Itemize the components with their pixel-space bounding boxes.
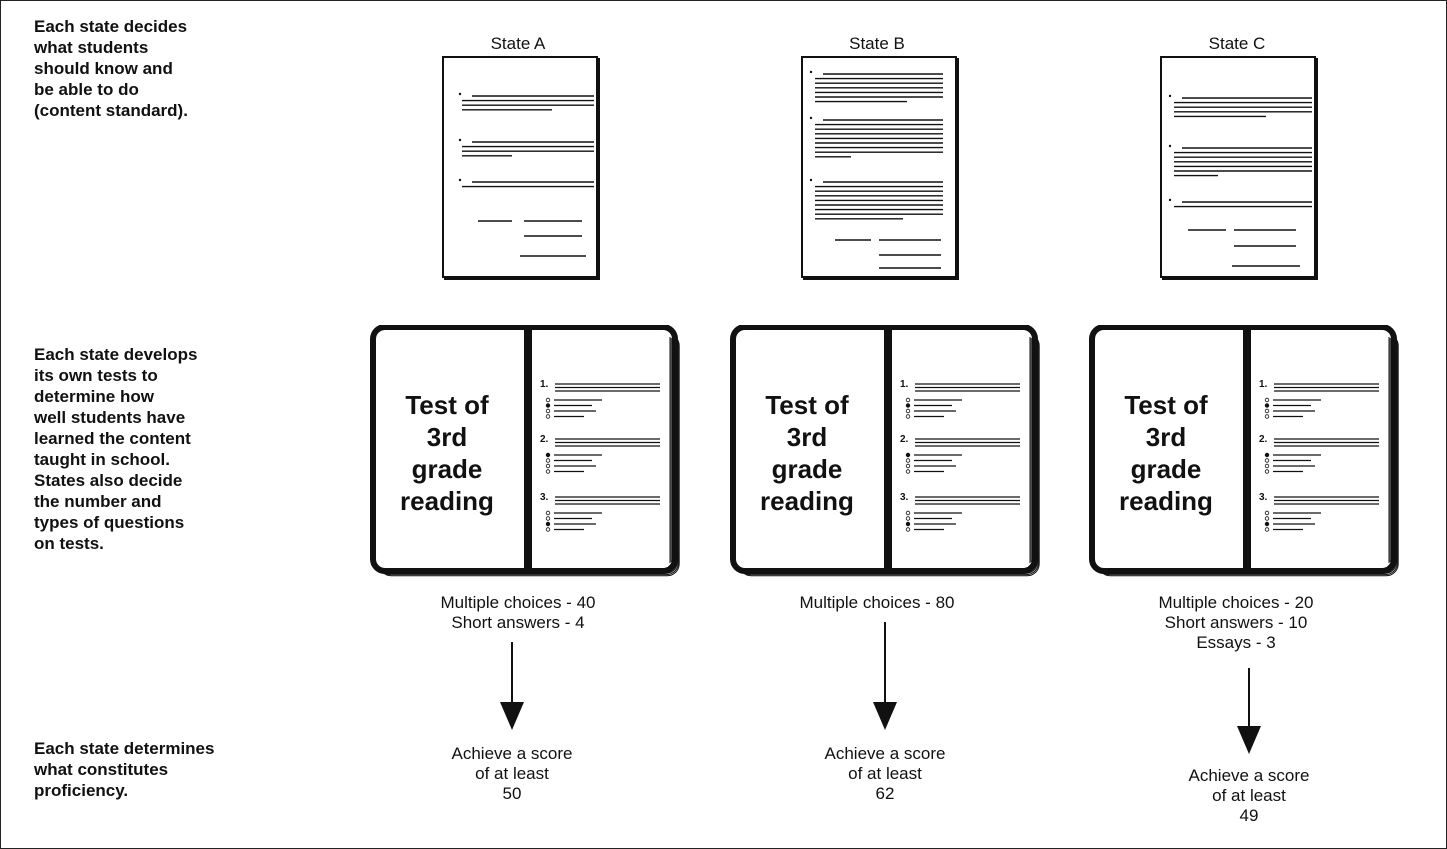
row-label-line: Each state decides (34, 17, 188, 36)
question-type-line: Short answers - 4 (451, 613, 585, 632)
question-number: 2. (1259, 434, 1268, 445)
test-cover-title: Test of 3rd grade reading (380, 389, 514, 517)
row-label-line: types of questions (34, 513, 185, 532)
state-a-score: Achieve a score of at least 50 (412, 744, 612, 804)
row-label-line: well students have (34, 408, 186, 427)
state-c-test-book: 1. 2. 3. Test of 3rd grade reading (1089, 324, 1399, 579)
test-cover-title: Test of 3rd grade reading (1099, 389, 1233, 517)
book-drawing: 1. 2. 3. (1089, 324, 1399, 577)
state-b-title: State B (849, 34, 905, 53)
row-label-line: what students (34, 38, 149, 57)
state-b-question-types: Multiple choices - 80 (747, 593, 1007, 613)
score-value: 62 (875, 784, 895, 803)
score-text-line: of at least (1212, 786, 1286, 805)
row-label-line: taught in school. (34, 450, 170, 469)
cover-line: grade (1130, 454, 1202, 484)
score-text-line: of at least (475, 764, 549, 783)
state-c-question-types: Multiple choices - 20 Short answers - 10… (1106, 593, 1366, 653)
row-label-line: what constitutes (34, 760, 169, 779)
question-number: 1. (1259, 379, 1268, 390)
cover-line: reading (1119, 486, 1213, 516)
state-c-standards-document (1160, 56, 1316, 278)
score-text-line: Achieve a score (1188, 766, 1310, 785)
test-cover-title: Test of 3rd grade reading (740, 389, 874, 517)
row-label-line: determine how (34, 387, 154, 406)
row-label-line: proficiency. (34, 781, 129, 800)
state-c-score: Achieve a score of at least 49 (1149, 766, 1349, 826)
row-label-tests: Each state develops its own tests to det… (34, 344, 294, 554)
question-number: 3. (1259, 492, 1268, 503)
question-number: 1. (900, 379, 909, 390)
score-text-line: Achieve a score (824, 744, 946, 763)
question-type-line: Multiple choices - 20 (1158, 593, 1314, 612)
cover-line: reading (400, 486, 494, 516)
row-label-content-standard: Each state decides what students should … (34, 16, 294, 121)
cover-line: 3rd (786, 422, 828, 452)
state-a-test-book: 1. 2. 3. Test of 3rd grade reading (370, 324, 680, 579)
state-b-down-arrow (873, 622, 897, 730)
cover-line: Test of (765, 390, 849, 420)
question-number: 2. (540, 434, 549, 445)
state-b-standards-document (801, 56, 957, 278)
state-a-title: State A (490, 34, 546, 53)
score-value: 50 (502, 784, 522, 803)
row-label-line: the number and (34, 492, 162, 511)
question-type-line: Multiple choices - 80 (799, 593, 955, 612)
question-number: 1. (540, 379, 549, 390)
row-label-line: Each state determines (34, 739, 215, 758)
book-drawing: 1. 2. 3. (370, 324, 680, 577)
row-label-line: (content standard). (34, 101, 188, 120)
cover-line: grade (771, 454, 843, 484)
question-number: 3. (900, 492, 909, 503)
book-drawing: 1. 2. 3. (730, 324, 1040, 577)
score-text-line: of at least (848, 764, 922, 783)
cover-line: 3rd (1145, 422, 1187, 452)
score-text-line: Achieve a score (451, 744, 573, 763)
cover-line: 3rd (426, 422, 468, 452)
state-a-down-arrow (500, 642, 524, 730)
state-a-standards-document (442, 56, 598, 278)
row-label-line: be able to do (34, 80, 139, 99)
row-label-line: its own tests to (34, 366, 158, 385)
row-label-line: learned the content (34, 429, 191, 448)
cover-line: reading (760, 486, 854, 516)
row-label-line: Each state develops (34, 345, 198, 364)
question-number: 3. (540, 492, 549, 503)
state-a-question-types: Multiple choices - 40 Short answers - 4 (388, 593, 648, 633)
state-b-score: Achieve a score of at least 62 (785, 744, 985, 804)
state-b-test-book: 1. 2. 3. Test of 3rd grade reading (730, 324, 1040, 579)
row-label-line: on tests. (34, 534, 104, 553)
cover-line: Test of (1124, 390, 1208, 420)
row-label-proficiency: Each state determines what constitutes p… (34, 738, 294, 801)
cover-line: grade (411, 454, 483, 484)
score-value: 49 (1239, 806, 1259, 825)
question-number: 2. (900, 434, 909, 445)
question-type-line: Short answers - 10 (1164, 613, 1308, 632)
row-label-line: should know and (34, 59, 173, 78)
cover-line: Test of (405, 390, 489, 420)
question-type-line: Multiple choices - 40 (440, 593, 596, 612)
row-label-line: States also decide (34, 471, 183, 490)
state-c-down-arrow (1237, 668, 1261, 754)
question-type-line: Essays - 3 (1196, 633, 1276, 652)
state-c-title: State C (1208, 34, 1266, 53)
